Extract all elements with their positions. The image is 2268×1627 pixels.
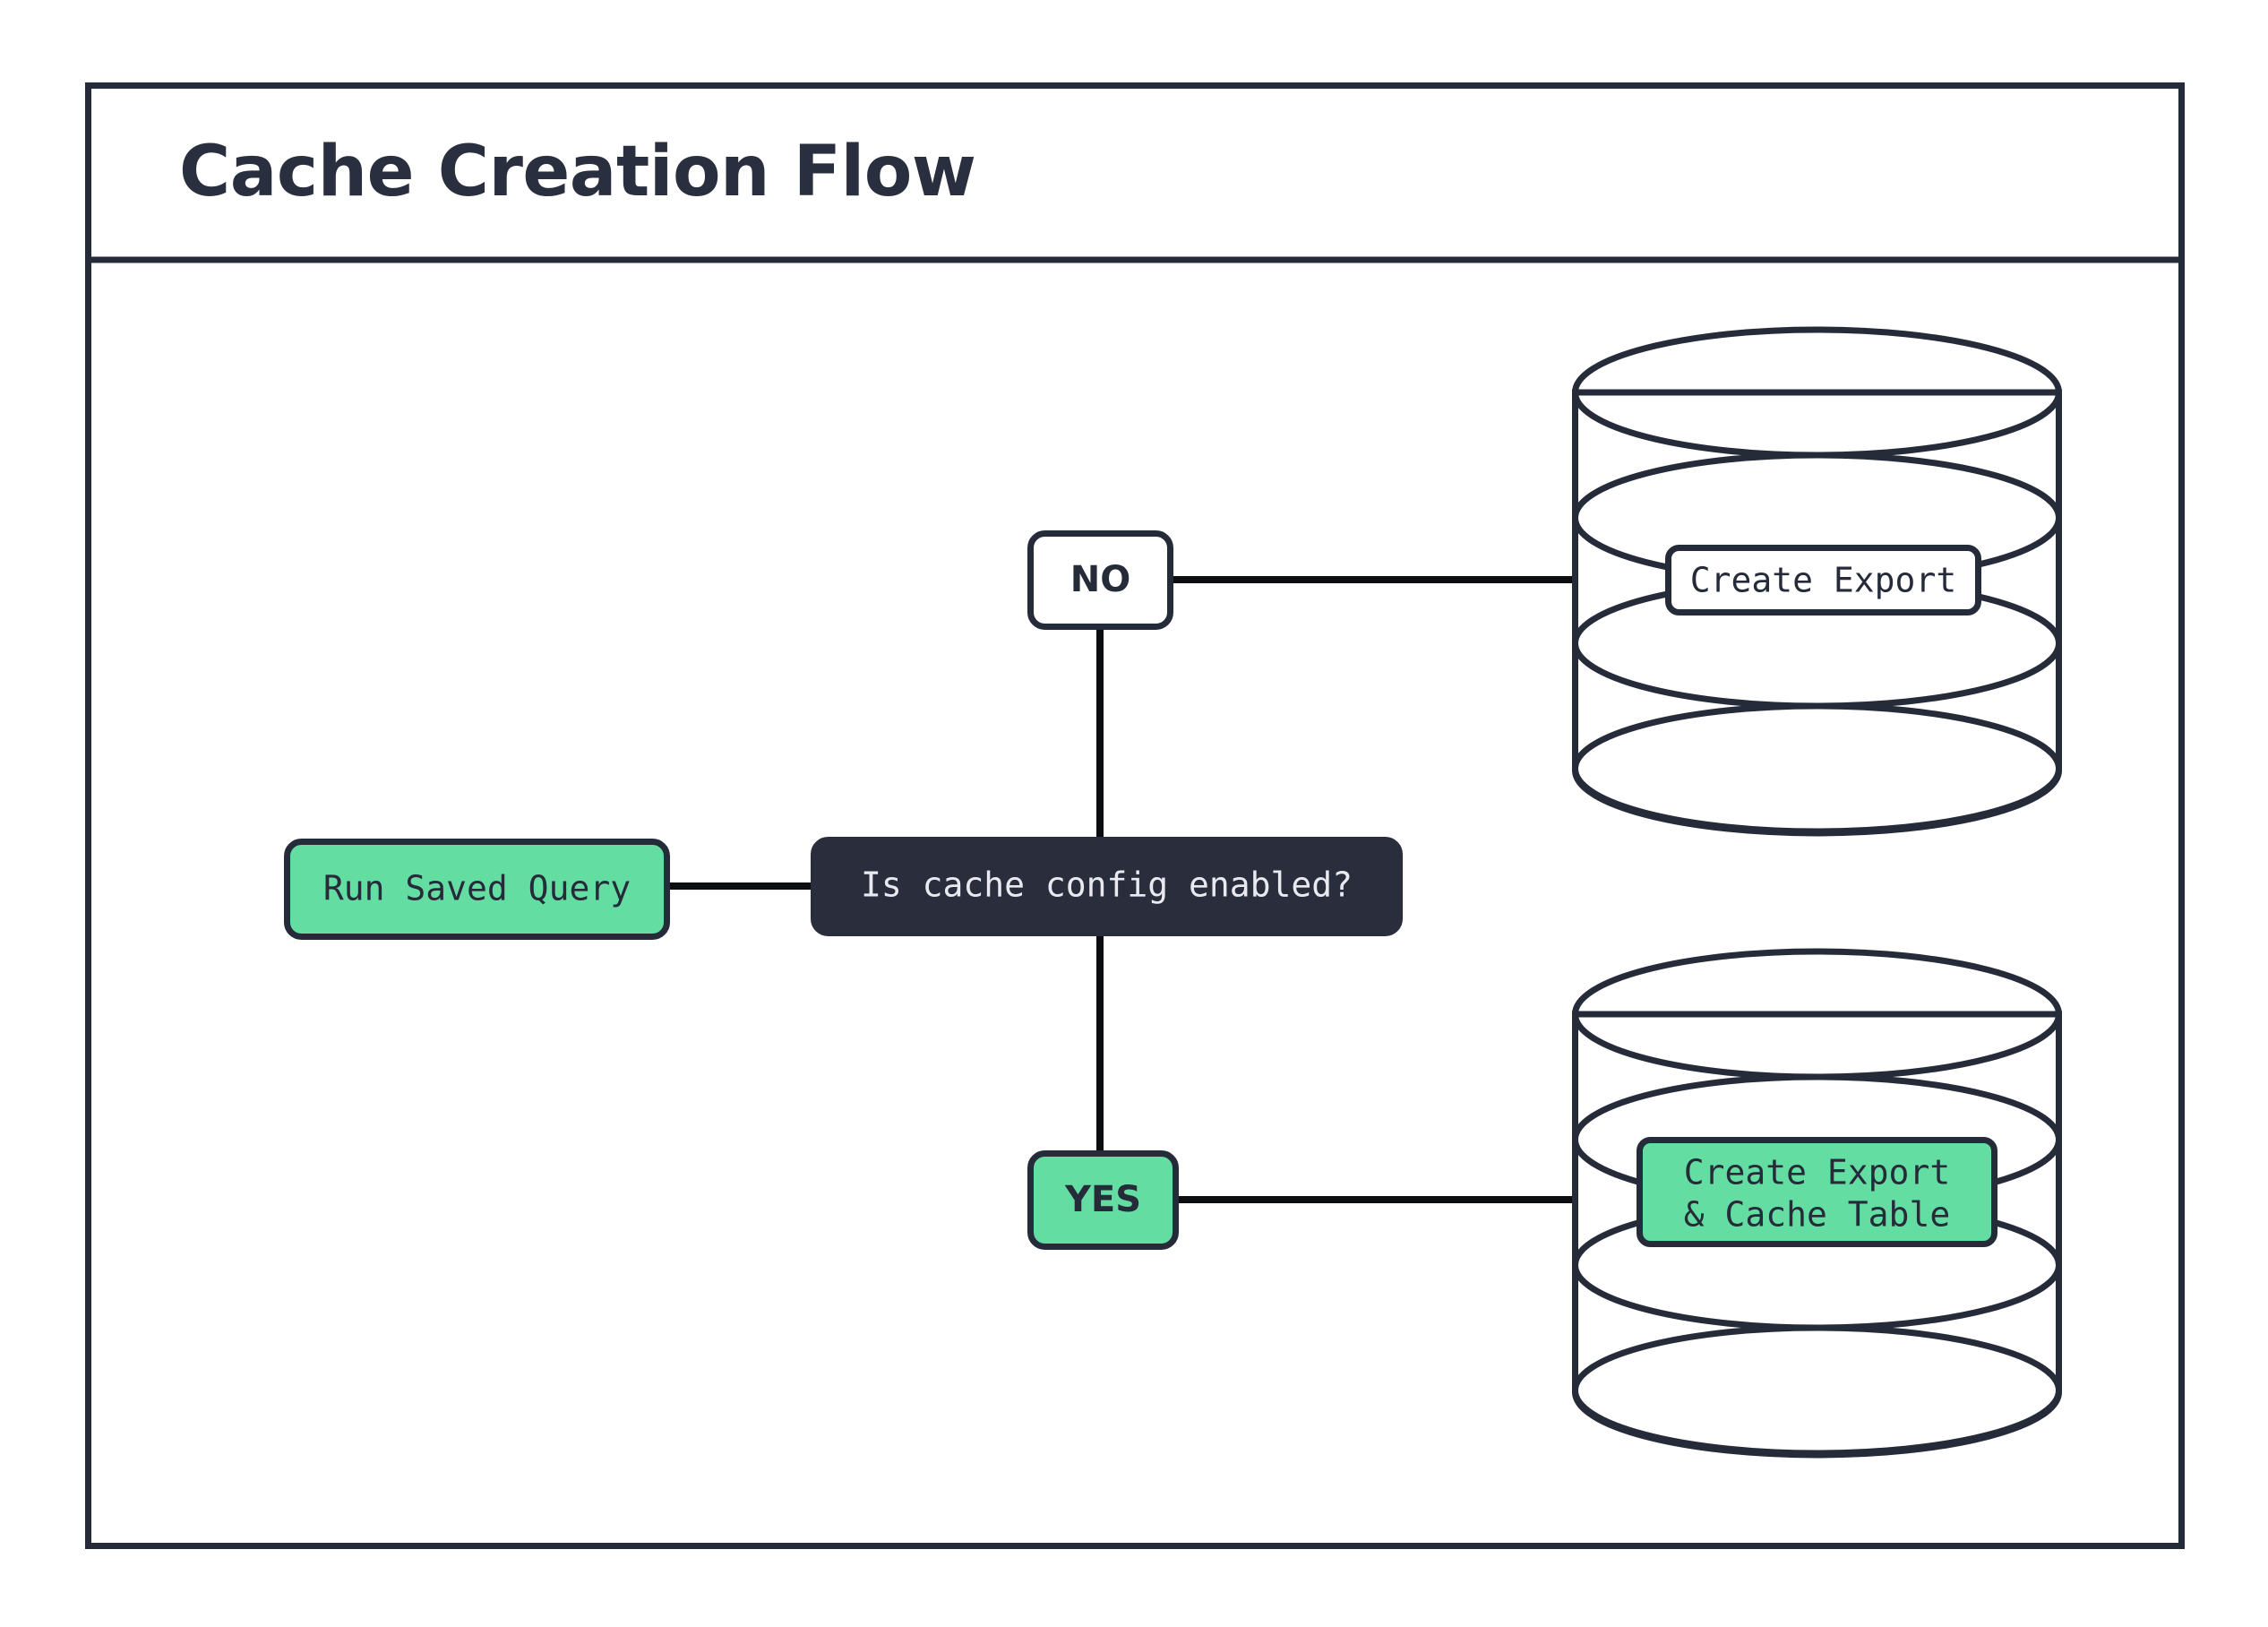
run-saved-query-label: Run Saved Query	[323, 869, 631, 908]
node-run-saved-query[interactable]: Run Saved Query	[284, 839, 670, 940]
cache-table-label-plate	[1637, 1137, 1997, 1247]
node-branch-no[interactable]: NO	[1027, 530, 1173, 630]
branch-yes-label: YES	[1064, 1179, 1141, 1220]
decision-box	[811, 837, 1403, 936]
node-create-export-cache-table[interactable]: Create Export & Cache Table	[1572, 948, 2062, 1459]
branch-no-box	[1027, 530, 1173, 630]
node-branch-yes[interactable]: YES	[1027, 1150, 1179, 1250]
node-decision-cache-config[interactable]: Is cache config enabled?	[811, 837, 1403, 936]
decision-label: Is cache config enabled?	[861, 865, 1353, 905]
cache-table-label-line-1: Create Export	[1684, 1153, 1950, 1192]
branch-yes-box	[1027, 1150, 1179, 1250]
node-create-export[interactable]: Create Export	[1572, 326, 2062, 837]
cache-table-label-line-2: & Cache Table	[1684, 1195, 1950, 1235]
cylinder-disc-4	[1572, 1324, 2062, 1457]
create-export-label-plate	[1665, 545, 1981, 616]
edge-layer	[669, 576, 1576, 1203]
create-export-label: Create Export	[1690, 561, 1956, 600]
run-saved-query-box	[284, 839, 670, 940]
page-title: Cache Creation Flow	[179, 132, 975, 212]
cylinder-disc-4	[1572, 702, 2062, 835]
branch-no-label: NO	[1070, 559, 1130, 600]
